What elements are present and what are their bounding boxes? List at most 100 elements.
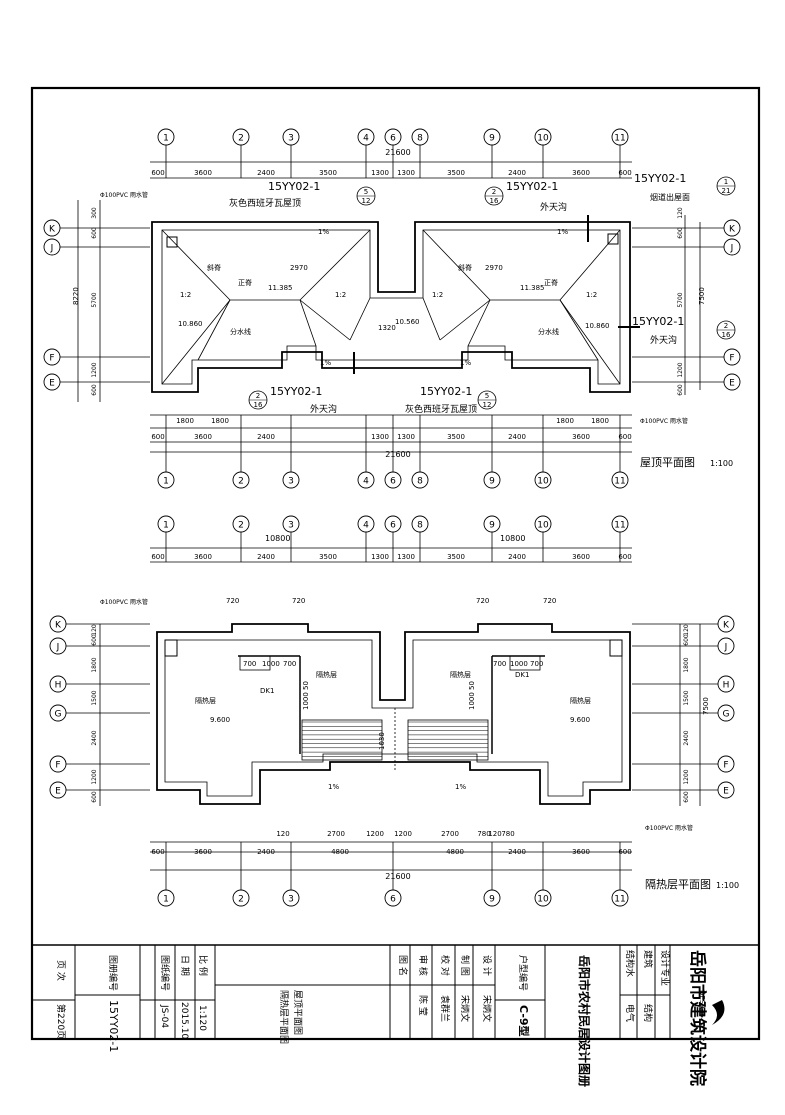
elev-9600-right: 9.600 <box>570 716 590 724</box>
slope-2: 1:2 <box>335 291 346 299</box>
name-design: 宋炳文 <box>481 995 493 1022</box>
ins-left-dim-6: 600 <box>91 791 98 803</box>
roof-plan-scale: 1:100 <box>710 459 733 468</box>
ins-bottom-sub-7: 780 <box>501 830 514 838</box>
ins-bottom-sub-4: 2700 <box>441 830 459 838</box>
ins-bottom-dim-2: 2400 <box>257 848 275 856</box>
ins-right-dim-1: 600 <box>683 634 690 646</box>
roof-bottom-dim-7: 3600 <box>572 433 590 441</box>
roof-axis-bottom-8: 8 <box>411 471 429 489</box>
name-draw: 宋炳文 <box>459 995 471 1022</box>
roof-bottom-sub-2: 1800 <box>556 417 574 425</box>
ins-axis-left-G: G <box>49 704 67 722</box>
pvc-pipe-label: Φ100PVC 雨水管 <box>100 191 148 199</box>
ref-bubble-5: 216 <box>248 390 268 410</box>
svg-text:H: H <box>723 681 730 691</box>
ins-right-dim-6: 600 <box>683 791 690 803</box>
ins-top-dim-8: 3600 <box>572 553 590 561</box>
gutter-label-top: 外天沟 <box>540 201 567 213</box>
ins-bottom-dim-1: 3600 <box>194 848 212 856</box>
dim-1000-left: 1000 <box>262 660 280 668</box>
ins-total-dim: 21600 <box>385 872 410 881</box>
svg-text:F: F <box>729 354 734 364</box>
ins-left-dim-5: 1200 <box>91 769 98 784</box>
ins-top-dim-9: 600 <box>618 553 631 561</box>
svg-text:9: 9 <box>489 521 495 531</box>
roof-axis-top-2: 2 <box>232 128 250 146</box>
ins-axis-bottom-6: 6 <box>384 889 402 907</box>
ins-left-dim-1: 600 <box>91 634 98 646</box>
roof-axis-bottom-4: 4 <box>357 471 375 489</box>
ins-bottom-dim-7: 600 <box>618 848 631 856</box>
svg-text:3: 3 <box>288 477 294 487</box>
ins-axis-left-J: J <box>49 637 67 655</box>
svg-text:K: K <box>55 621 62 631</box>
svg-text:9: 9 <box>489 895 495 905</box>
ins-axis-right-G: G <box>717 704 735 722</box>
ins-half-dim-2: 10800 <box>500 534 525 543</box>
dim-700-4: 700 <box>530 660 543 668</box>
svg-text:1: 1 <box>163 521 169 531</box>
ins-bottom-dim-6: 3600 <box>572 848 590 856</box>
ref-bubble-2: 216 <box>484 186 504 206</box>
elev-10860-right: 10.860 <box>585 322 610 330</box>
roof-bottom-dim-6: 2400 <box>508 433 526 441</box>
elev-10860-left: 10.860 <box>178 320 203 328</box>
svg-text:6: 6 <box>390 134 396 144</box>
roof-axis-right-F: F <box>723 348 741 366</box>
svg-text:K: K <box>49 225 56 235</box>
oblique-2: 斜脊 <box>458 263 472 272</box>
ins-right-dim-2: 1800 <box>683 657 690 672</box>
ref-bubble-1: 512 <box>356 186 376 206</box>
roof-right-dim-2: 5700 <box>677 292 684 307</box>
ins-axis-left-K: K <box>49 615 67 633</box>
drawing-name-label: 图 名 <box>397 955 409 976</box>
ins-bottom-sub-3: 1200 <box>394 830 412 838</box>
profession-water: 结构水 <box>624 950 636 977</box>
ins-bottom-sub-2: 1200 <box>366 830 384 838</box>
roof-axis-bottom-9: 9 <box>483 471 501 489</box>
ins-left-dim-4: 2400 <box>91 730 98 745</box>
ins-axis-left-F: F <box>49 755 67 773</box>
svg-text:5: 5 <box>485 392 489 400</box>
roof-ref4: 15YY02-1 <box>632 315 684 328</box>
pct-1: 1% <box>318 228 329 236</box>
roof-bottom-dim-3: 1300 <box>371 433 389 441</box>
atlas-no-label: 图册编号 <box>107 955 119 991</box>
roof-axis-right-J: J <box>723 238 741 256</box>
roof-axis-bottom-3: 3 <box>282 471 300 489</box>
ins-bottom-dim-4: 4800 <box>446 848 464 856</box>
house-type-label: 户型编号 <box>517 955 529 991</box>
svg-text:4: 4 <box>363 477 369 487</box>
roof-top-dim-8: 3600 <box>572 169 590 177</box>
roof-axis-bottom-6: 6 <box>384 471 402 489</box>
roof-top-dim-1: 3600 <box>194 169 212 177</box>
roof-top-dim-2: 2400 <box>257 169 275 177</box>
svg-text:K: K <box>723 621 730 631</box>
roof-left-total: 8220 <box>72 287 80 305</box>
roof-bottom-dim-0: 600 <box>151 433 164 441</box>
svg-text:4: 4 <box>363 134 369 144</box>
ins-right-total: 7500 <box>702 697 710 715</box>
ins-left-dim-3: 1500 <box>91 690 98 705</box>
roof-axis-top-4: 4 <box>357 128 375 146</box>
roof-axis-bottom-1: 1 <box>157 471 175 489</box>
ins-top-dim-6: 3500 <box>447 553 465 561</box>
ins-pct-2: 1% <box>455 783 466 791</box>
roof-axis-top-10: 10 <box>534 128 552 146</box>
roof-axis-right-K: K <box>723 219 741 237</box>
roof-axis-top-11: 11 <box>611 128 629 146</box>
gutter-label-bottom: 外天沟 <box>310 403 337 415</box>
elev-9600-left: 9.600 <box>210 716 230 724</box>
roof-left-dim-2: 5700 <box>91 292 98 307</box>
dk1-left: DK1 <box>260 687 274 695</box>
role-review: 审 核 <box>417 955 429 976</box>
roof-tile-label: 灰色西班牙瓦屋顶 <box>229 197 301 209</box>
ins-axis-right-H: H <box>717 675 735 693</box>
ins-left-dim-2: 1800 <box>91 657 98 672</box>
ref-bubble-3: 121 <box>716 176 736 196</box>
